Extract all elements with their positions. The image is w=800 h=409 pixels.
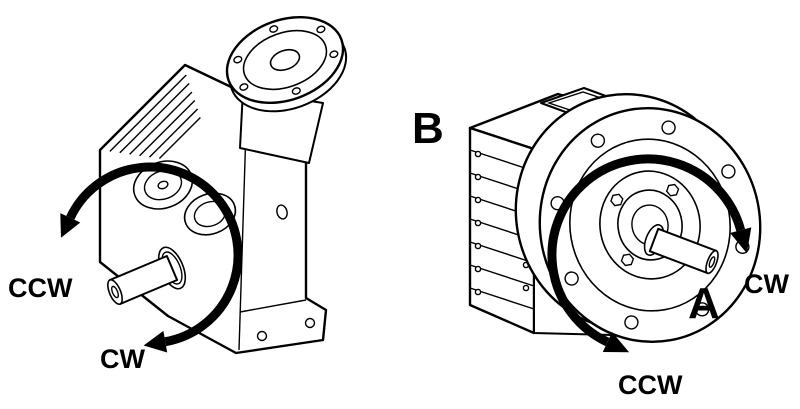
ccw-arrowhead-left bbox=[60, 213, 81, 238]
motor-input-flange bbox=[225, 15, 348, 113]
output-shaft-left-unit bbox=[107, 246, 187, 305]
position-a-label: A bbox=[688, 279, 720, 328]
rotation-arrow-right bbox=[547, 154, 752, 353]
parallel-shaft-gearmotor-illustration bbox=[98, 15, 348, 355]
left-ccw-label: CCW bbox=[8, 273, 73, 303]
left-cw-label: CW bbox=[100, 344, 145, 374]
housing-foot-ledge bbox=[239, 299, 307, 313]
ccw-arrowhead-right bbox=[602, 332, 630, 353]
foot-bolt-hole bbox=[304, 317, 316, 329]
cooling-fins bbox=[109, 74, 201, 159]
cw-arrowhead-left bbox=[143, 330, 168, 353]
output-shaft-right-unit bbox=[643, 223, 719, 275]
cw-arrowhead-right bbox=[730, 227, 752, 254]
right-ccw-label: CCW bbox=[618, 370, 683, 400]
drain-plug bbox=[276, 204, 288, 220]
rotation-arrow-left bbox=[60, 162, 243, 353]
right-cw-label: CW bbox=[744, 269, 789, 299]
flange-bolt-holes bbox=[233, 25, 339, 95]
foot-bolt-hole bbox=[256, 330, 268, 342]
position-b-label: B bbox=[412, 104, 444, 153]
